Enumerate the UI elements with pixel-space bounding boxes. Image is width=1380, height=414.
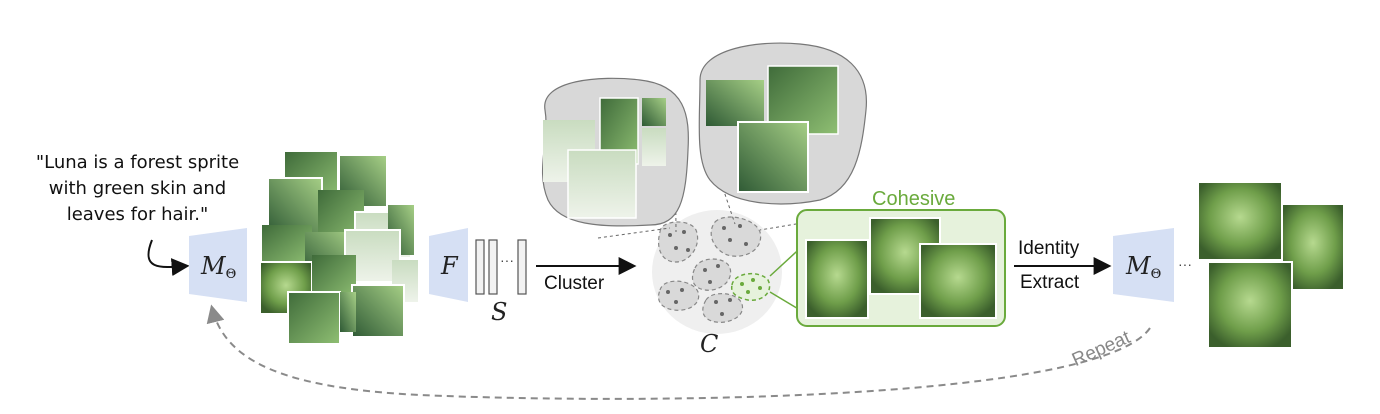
identity-label: Identity <box>1018 238 1080 259</box>
cluster-blobs <box>657 216 762 323</box>
generated-image-batch <box>259 152 418 345</box>
cohesive-label: Cohesive <box>872 188 956 210</box>
cohesive-cluster-points <box>740 278 762 294</box>
cluster-points <box>666 224 748 316</box>
feature-extractor-label: F <box>441 252 458 280</box>
model-trapezoid-left <box>189 228 247 302</box>
embedding-bars <box>475 239 527 295</box>
prompt-line: with green skin and <box>48 178 227 199</box>
prompt-line: leaves for hair." <box>66 204 209 225</box>
repeat-loop-arrow <box>206 304 1151 400</box>
model-label-left: MΘ <box>201 252 237 282</box>
cohesive-images <box>805 217 997 319</box>
input-prompt: "Luna is a forest sprite with green skin… <box>20 150 255 228</box>
cluster-arrow-label: Cluster <box>544 273 605 294</box>
embedding-ellipsis: ··· <box>500 252 514 268</box>
prompt-arrow <box>147 239 190 277</box>
embeddings-label: S <box>491 298 508 326</box>
feature-extractor-trapezoid <box>429 228 468 302</box>
output-ellipsis: ··· <box>1178 256 1192 272</box>
extract-label: Extract <box>1020 272 1080 293</box>
cohesive-cluster-blob <box>730 273 771 301</box>
clusters-label: C <box>700 330 719 358</box>
prompt-line: "Luna is a forest sprite <box>35 152 240 173</box>
cluster-a-images <box>543 97 666 219</box>
model-label-right: MΘ <box>1126 252 1162 282</box>
cluster-b-images <box>706 65 839 193</box>
consistent-output-images <box>1197 181 1345 349</box>
model-trapezoid-right <box>1113 228 1174 302</box>
